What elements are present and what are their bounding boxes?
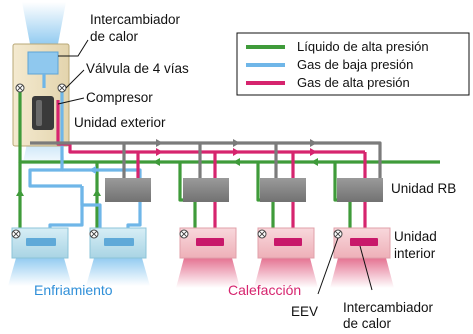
outdoor-heat-exchanger xyxy=(27,51,59,75)
leader-lines xyxy=(57,39,373,295)
pipes-gray xyxy=(30,141,382,178)
rb-unit-1 xyxy=(105,178,151,202)
eev-icon xyxy=(11,229,21,239)
label-outdoor-heat-exchanger-2: de calor xyxy=(90,29,139,44)
eev-icon xyxy=(333,229,343,239)
indoor-air-heat-1 xyxy=(176,258,240,288)
indoor-air-cool-1 xyxy=(8,258,72,286)
label-indoor-unit-2: interior xyxy=(394,246,436,261)
label-indoor-unit-1: Unidad xyxy=(394,229,437,244)
compressor-highlight xyxy=(36,100,42,126)
label-heating: Calefacción xyxy=(228,282,301,298)
outdoor-air-top xyxy=(22,2,66,44)
four-way-valve-icon xyxy=(57,83,67,93)
flow-arrows xyxy=(16,139,369,203)
valve-icons xyxy=(11,83,343,239)
legend-label-liquid: Líquido de alta presión xyxy=(297,39,429,54)
eev-icon xyxy=(89,229,99,239)
legend-label-low-gas: Gas de baja presión xyxy=(297,57,413,72)
rb-unit-4 xyxy=(337,178,383,202)
legend-label-high-gas: Gas de alta presión xyxy=(297,75,410,90)
label-four-way-valve: Válvula de 4 vías xyxy=(86,61,189,76)
rb-unit-2 xyxy=(183,178,229,202)
eev-icon xyxy=(179,229,189,239)
label-indoor-heat-exchanger-1: Intercambiador xyxy=(343,300,434,315)
indoor-unit-cool-1 xyxy=(11,227,69,259)
indoor-unit-heat-1 xyxy=(179,227,237,259)
indoor-unit-heat-3 xyxy=(333,227,391,259)
eev-icon xyxy=(257,229,267,239)
expansion-valve-icon xyxy=(15,83,25,93)
indoor-air-heat-2 xyxy=(254,258,318,288)
label-compressor: Compresor xyxy=(86,90,153,105)
label-eev: EEV xyxy=(291,304,318,319)
indoor-unit-heat-2 xyxy=(257,227,315,259)
indoor-air-heat-3 xyxy=(330,258,394,288)
label-cooling: Enfriamiento xyxy=(34,282,113,298)
legend: Líquido de alta presión Gas de baja pres… xyxy=(236,32,470,96)
indoor-air-cool-2 xyxy=(86,258,150,286)
label-rb-unit: Unidad RB xyxy=(391,181,456,196)
rb-unit-3 xyxy=(260,178,306,202)
indoor-unit-cool-2 xyxy=(89,227,147,259)
label-outdoor-heat-exchanger-1: Intercambiador xyxy=(90,12,181,27)
compressor xyxy=(32,96,54,130)
label-indoor-heat-exchanger-2: de calor xyxy=(343,316,392,331)
label-outdoor-unit: Unidad exterior xyxy=(74,115,166,130)
